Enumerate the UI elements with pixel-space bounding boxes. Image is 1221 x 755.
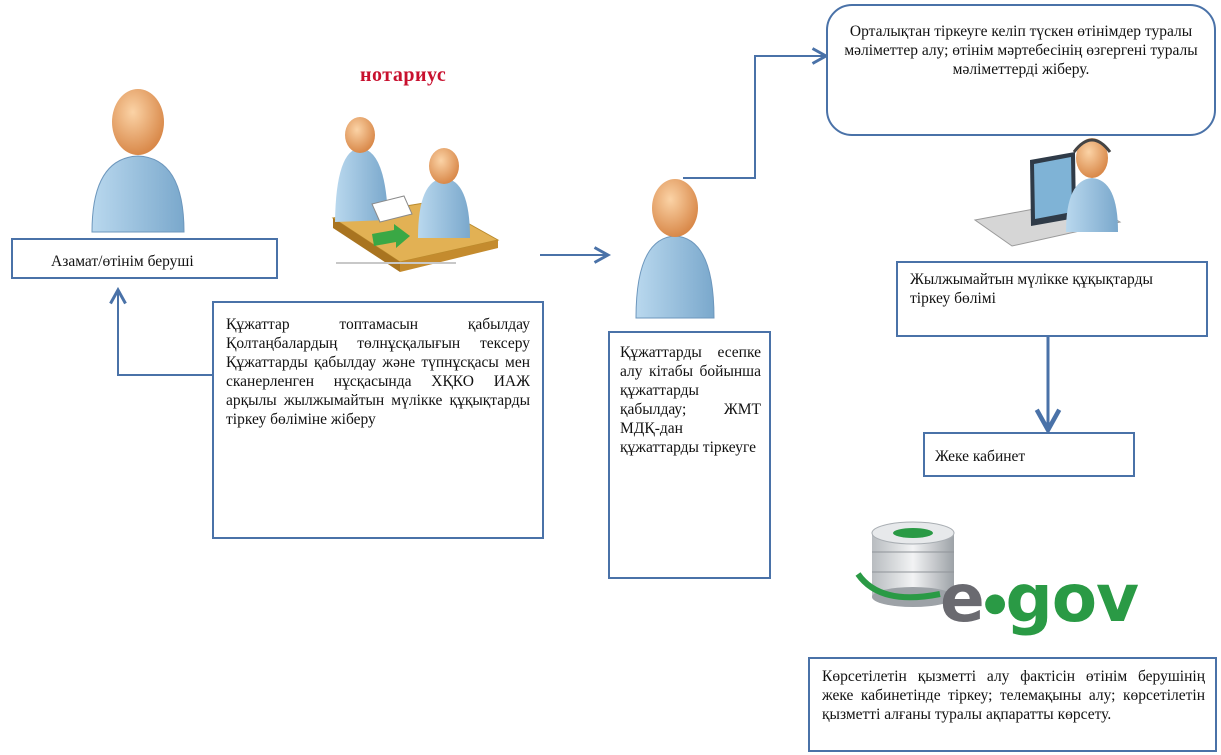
center-info-box: Орталықтан тіркеуге келіп түскен өтінімд…	[826, 4, 1216, 136]
operator-workstation-icon	[973, 138, 1122, 247]
notary-title: нотариус	[360, 64, 447, 86]
notary-office-icon	[331, 117, 500, 272]
applicant-box: Азамат/өтінім беруші	[11, 238, 278, 279]
egov-logo-icon	[855, 521, 955, 607]
arrow-to-info-center	[683, 56, 826, 179]
applicant-person-icon	[91, 89, 185, 233]
personal-cabinet-box: Жеке кабинет	[923, 432, 1135, 477]
egov-logo-letter: e	[940, 560, 985, 637]
egov-logo-text: e●gov	[940, 560, 1139, 637]
connector-arrows	[118, 56, 1048, 430]
arrow-to-applicant	[118, 290, 212, 376]
center-steps-box: Құжаттарды есепке алу кітабы бойынша құж…	[608, 331, 771, 579]
registration-dept-box: Жылжымайтын мүлікке құқықтарды тіркеу бө…	[896, 261, 1208, 337]
center-employee-icon	[635, 179, 715, 319]
final-steps-box: Көрсетілетін қызметті алу фактісін өтіні…	[808, 657, 1217, 752]
notary-steps-box: Құжаттар топтамасын қабылдау Қолтаңбалар…	[212, 301, 544, 539]
